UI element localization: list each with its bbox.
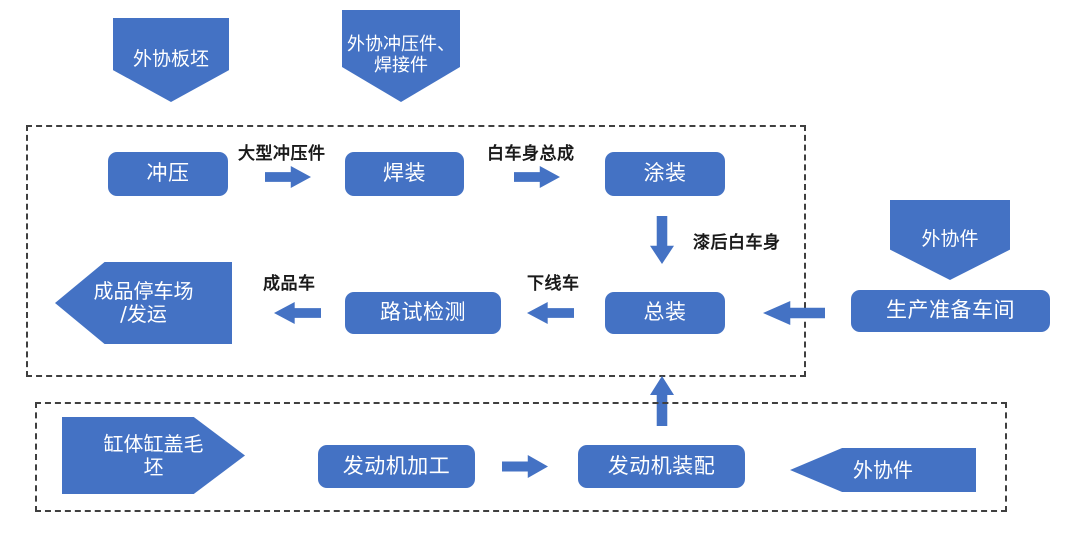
engine-plant-frame <box>35 402 1007 512</box>
process-final-assembly[interactable]: 总装 <box>605 292 725 334</box>
input-outsourced-blanks: 外协板坯 <box>113 18 229 102</box>
vehicle-plant-frame <box>26 125 806 377</box>
label-offline-vehicle: 下线车 <box>527 274 580 294</box>
process-painting[interactable]: 涂装 <box>605 152 725 196</box>
process-welding[interactable]: 焊装 <box>345 152 464 196</box>
process-engine-assembly[interactable]: 发动机装配 <box>578 445 745 488</box>
label-body-in-white: 白车身总成 <box>487 144 575 164</box>
process-production-prep[interactable]: 生产准备车间 <box>851 290 1050 332</box>
process-engine-machining[interactable]: 发动机加工 <box>318 445 475 488</box>
input-outsourced-parts-right: 外协件 <box>890 200 1010 280</box>
label-painted-body: 漆后白车身 <box>693 233 781 253</box>
process-stamping[interactable]: 冲压 <box>108 152 228 196</box>
label-finished-vehicle: 成品车 <box>263 274 316 294</box>
process-road-test[interactable]: 路试检测 <box>345 292 501 334</box>
input-outsourced-stampings: 外协冲压件、 焊接件 <box>342 10 460 102</box>
label-large-stampings: 大型冲压件 <box>238 144 326 164</box>
